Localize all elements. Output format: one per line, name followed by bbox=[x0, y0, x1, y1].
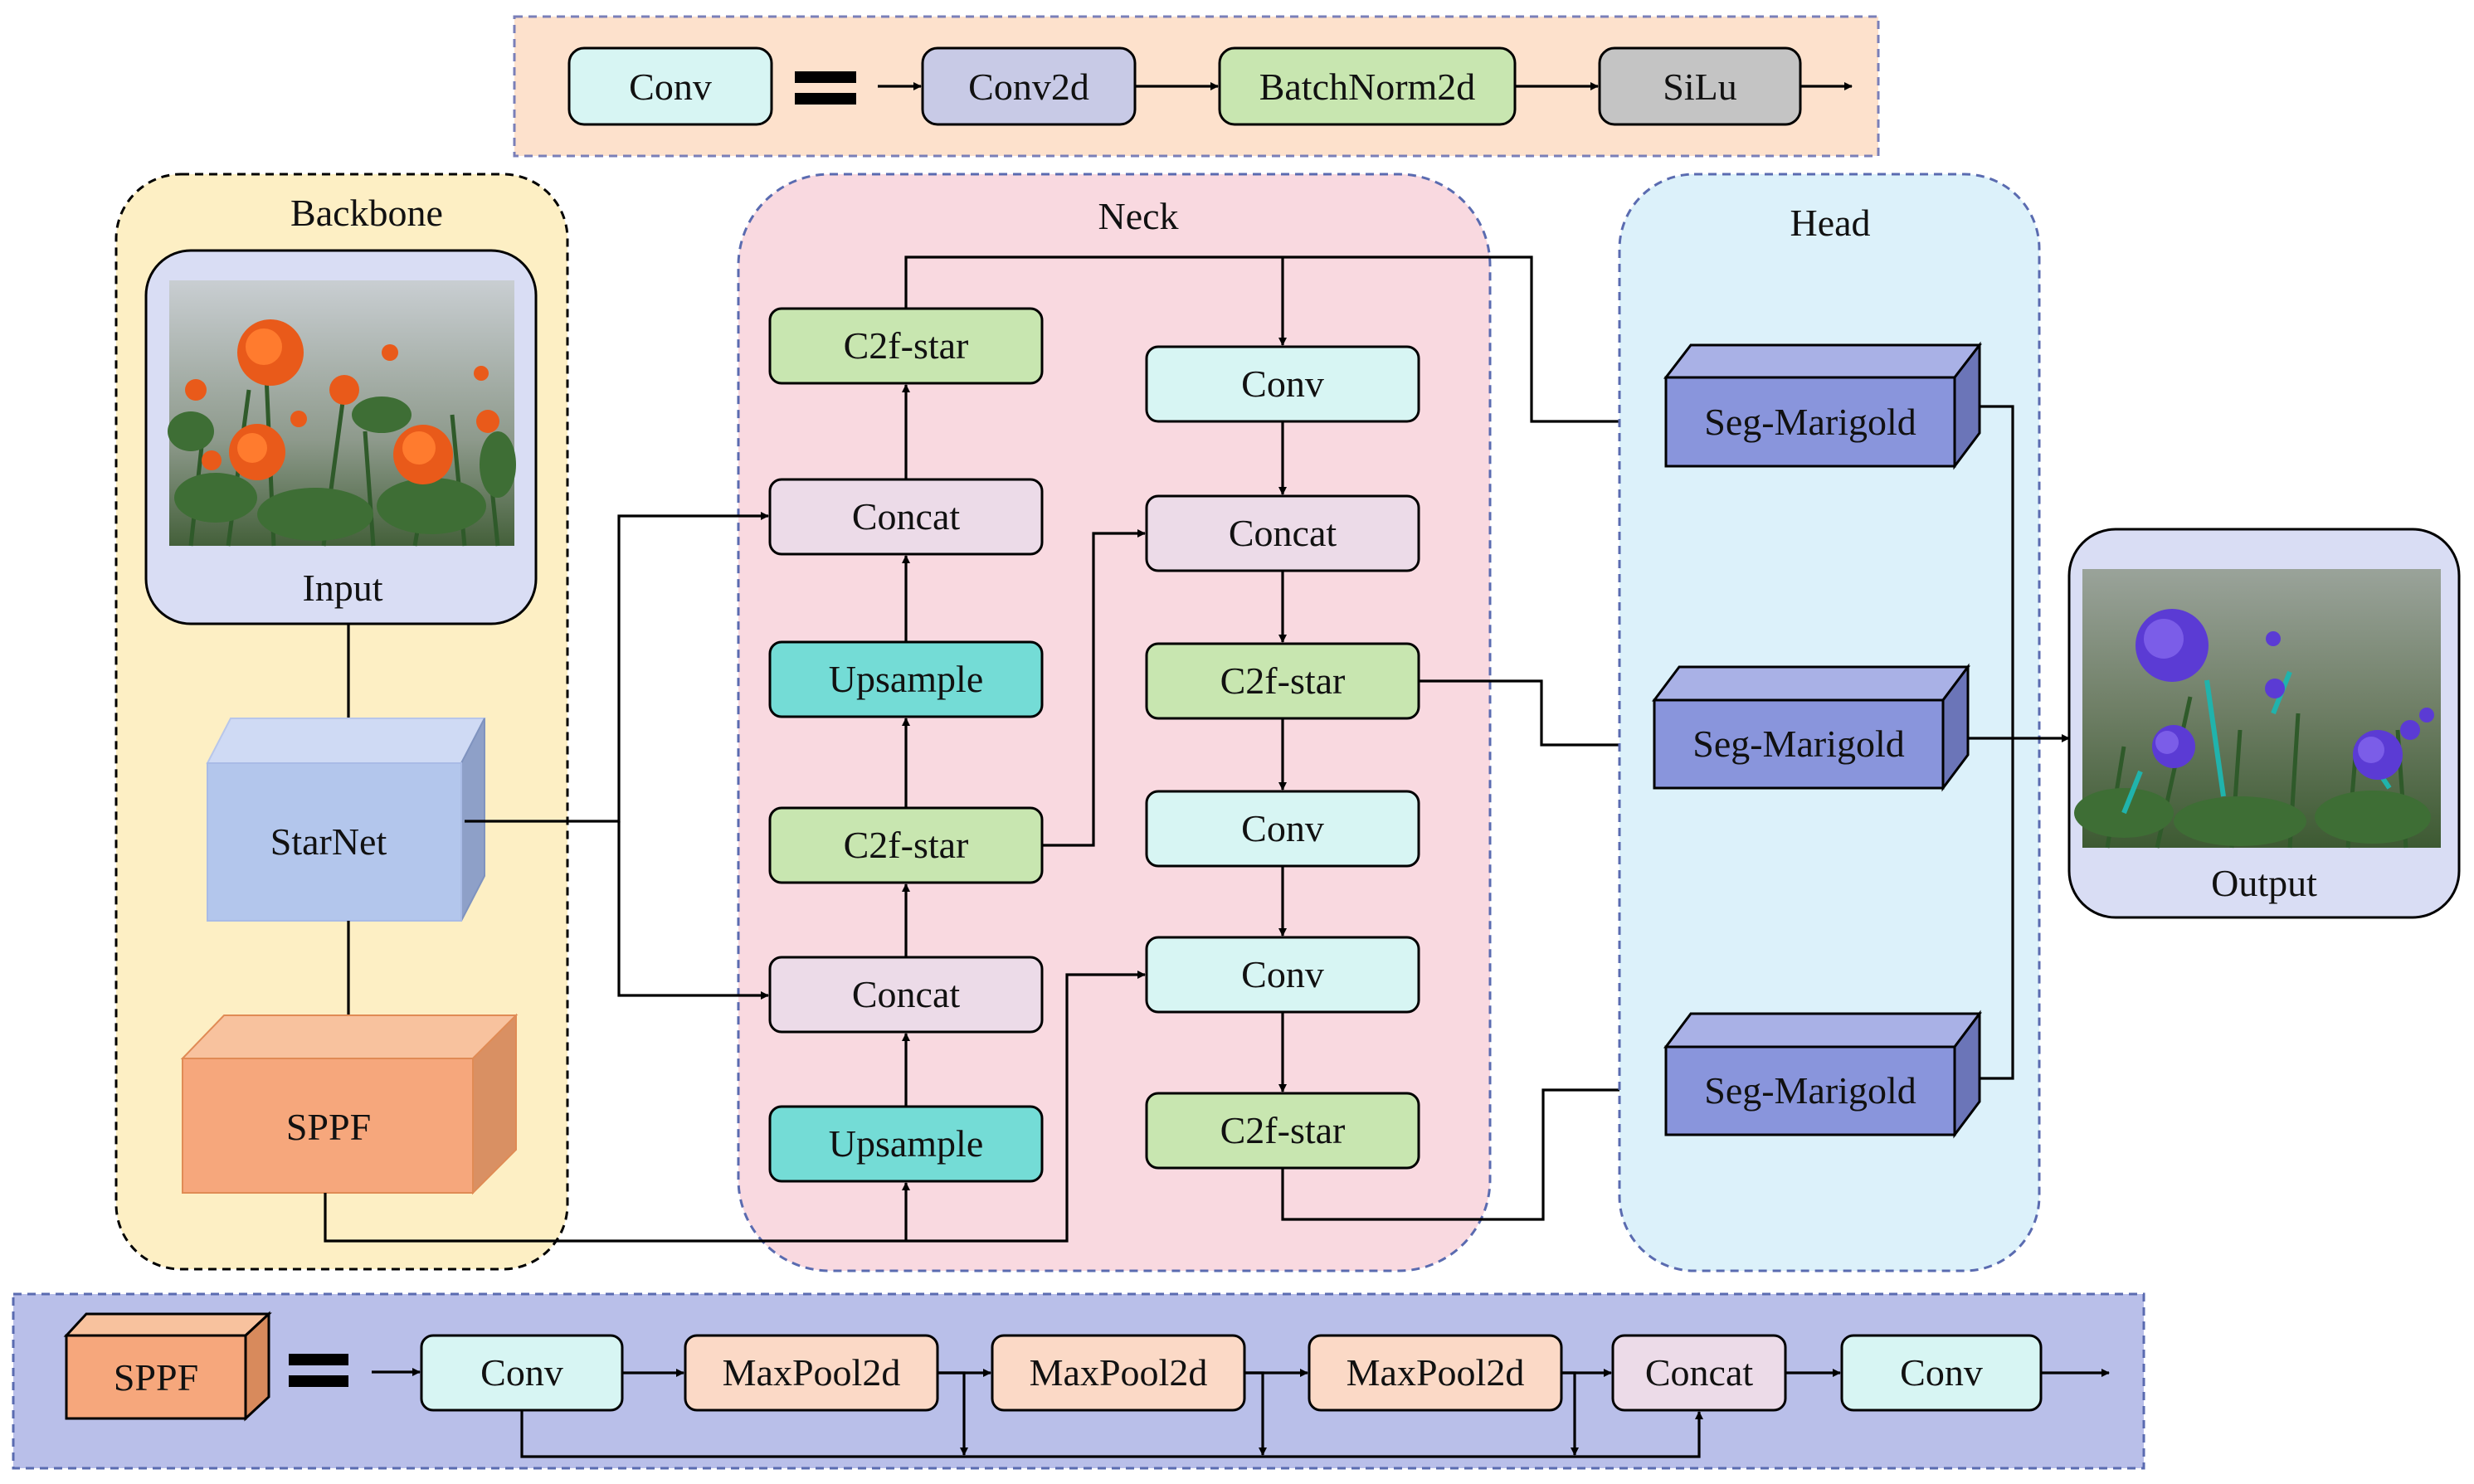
neck-concat-1: Concat bbox=[768, 478, 1044, 556]
input-label: Input bbox=[302, 567, 382, 609]
seg-marigold-3-label: Seg-Marigold bbox=[1704, 1069, 1916, 1112]
neck-c2f-star-1-label: C2f-star bbox=[844, 324, 969, 367]
starnet-block: StarNet bbox=[206, 718, 486, 922]
neck-c2f-star-2: C2f-star bbox=[768, 806, 1044, 884]
neck-title: Neck bbox=[1098, 195, 1178, 237]
legend-chain-concat: Concat bbox=[1611, 1334, 1787, 1412]
neck-upsample-1-label: Upsample bbox=[829, 658, 984, 700]
seg-marigold-2: Seg-Marigold bbox=[1652, 663, 1970, 792]
legend-conv2d-label: Conv2d bbox=[968, 66, 1089, 108]
legend-chain-maxpool-3-label: MaxPool2d bbox=[1347, 1351, 1525, 1394]
legend-chain-conv-1: Conv bbox=[420, 1334, 624, 1412]
seg-marigold-1: Seg-Marigold bbox=[1663, 341, 1983, 470]
legend-batchnorm-block: BatchNorm2d bbox=[1218, 46, 1517, 126]
output-label: Output bbox=[2211, 862, 2317, 904]
neck-conv-1-label: Conv bbox=[1241, 362, 1324, 405]
input-image-panel: Input bbox=[144, 249, 538, 625]
neck-concat-1-label: Concat bbox=[852, 495, 961, 538]
legend-sppf-label: SPPF bbox=[114, 1356, 198, 1399]
legend-chain-maxpool-3: MaxPool2d bbox=[1308, 1334, 1563, 1412]
neck-conv-1: Conv bbox=[1145, 345, 1420, 423]
sppf-legend-panel: SPPF Conv MaxPool2d MaxPool2d MaxPool2d bbox=[12, 1292, 2145, 1470]
orange-marigold-photo bbox=[168, 280, 516, 547]
neck-right-column: Conv Concat C2f-star Conv Conv C2f-star bbox=[1145, 345, 1420, 1170]
neck-conv-3-label: Conv bbox=[1241, 953, 1324, 995]
seg-marigold-1-label: Seg-Marigold bbox=[1704, 401, 1916, 443]
neck-c2f-star-2-label: C2f-star bbox=[844, 824, 969, 866]
legend-conv2d-block: Conv2d bbox=[921, 46, 1137, 126]
legend-chain-maxpool-1: MaxPool2d bbox=[684, 1334, 939, 1412]
legend-conv-block: Conv bbox=[567, 46, 773, 126]
legend-silu-block: SiLu bbox=[1598, 46, 1802, 126]
connection-lines bbox=[324, 255, 1665, 1243]
neck-left-column: C2f-star Concat Upsample C2f-star Concat… bbox=[768, 307, 1044, 1183]
legend-chain-maxpool-2: MaxPool2d bbox=[991, 1334, 1246, 1412]
neck-upsample-2-label: Upsample bbox=[829, 1122, 984, 1165]
seg-marigold-2-label: Seg-Marigold bbox=[1692, 723, 1905, 765]
output-image-panel: Output bbox=[2067, 528, 2461, 919]
starnet-label: StarNet bbox=[270, 820, 387, 863]
neck-concat-2: Concat bbox=[768, 956, 1044, 1034]
neck-c2f-star-4-label: C2f-star bbox=[1220, 1109, 1346, 1151]
neck-concat-2-label: Concat bbox=[852, 973, 961, 1015]
backbone-title: Backbone bbox=[290, 192, 443, 234]
neck-conv-3: Conv bbox=[1145, 936, 1420, 1014]
legend-conv-label: Conv bbox=[629, 66, 712, 108]
legend-chain-conv-1-label: Conv bbox=[480, 1351, 563, 1394]
legend-batchnorm-label: BatchNorm2d bbox=[1259, 66, 1476, 108]
neck-c2f-star-3: C2f-star bbox=[1145, 642, 1420, 720]
segmented-marigold-photo bbox=[2074, 569, 2441, 849]
equals-icon bbox=[289, 1354, 348, 1387]
legend-chain-conv-2-label: Conv bbox=[1900, 1351, 1983, 1394]
neck-upsample-1: Upsample bbox=[768, 640, 1044, 718]
legend-chain-maxpool-2-label: MaxPool2d bbox=[1030, 1351, 1208, 1394]
head-output-lines bbox=[1968, 405, 2070, 1080]
neck-conv-2-label: Conv bbox=[1241, 807, 1324, 849]
seg-marigold-3: Seg-Marigold bbox=[1663, 1010, 1982, 1139]
neck-concat-3: Concat bbox=[1145, 494, 1420, 572]
neck-c2f-star-4: C2f-star bbox=[1145, 1092, 1420, 1170]
head-title: Head bbox=[1790, 202, 1870, 244]
backbone-panel: Backbone bbox=[114, 173, 569, 1271]
legend-chain-maxpool-1-label: MaxPool2d bbox=[723, 1351, 901, 1394]
sppf-label: SPPF bbox=[286, 1106, 371, 1148]
legend-chain-concat-label: Concat bbox=[1645, 1351, 1754, 1394]
neck-concat-3-label: Concat bbox=[1229, 512, 1337, 554]
conv-legend-panel: Conv Conv2d BatchNorm2d SiLu bbox=[513, 15, 1880, 158]
legend-silu-label: SiLu bbox=[1663, 66, 1736, 108]
neck-upsample-2: Upsample bbox=[768, 1105, 1044, 1183]
legend-skip-lines bbox=[520, 1371, 1703, 1458]
neck-c2f-star-1: C2f-star bbox=[768, 307, 1044, 385]
equals-icon bbox=[795, 71, 856, 105]
neck-conv-2: Conv bbox=[1145, 790, 1420, 868]
sppf-block: SPPF bbox=[180, 1013, 519, 1195]
neck-c2f-star-3-label: C2f-star bbox=[1220, 659, 1346, 702]
legend-sppf-cube: SPPF bbox=[63, 1311, 272, 1422]
legend-chain-conv-2: Conv bbox=[1840, 1334, 2043, 1412]
